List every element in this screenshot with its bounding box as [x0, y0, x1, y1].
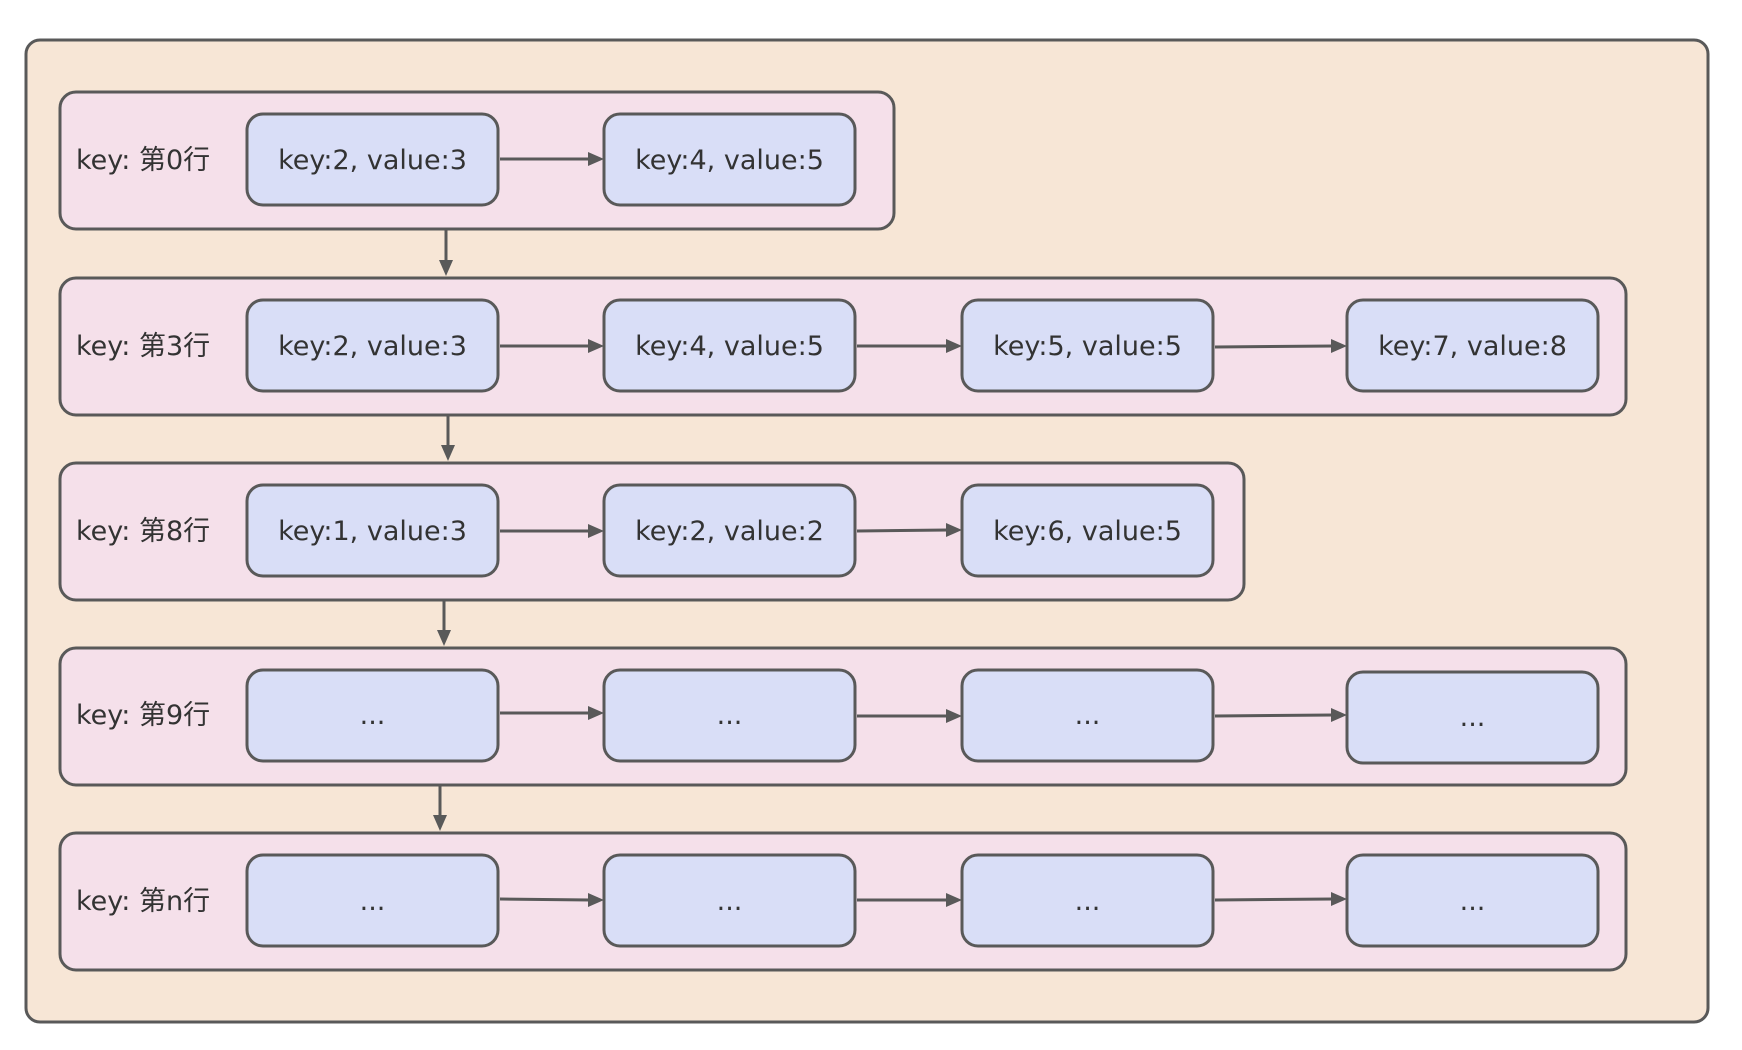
arrowhead [946, 339, 962, 353]
list-node [960, 298, 1215, 393]
arrowhead [588, 893, 604, 907]
list-node [602, 668, 857, 763]
list-node [1345, 853, 1600, 948]
list-node-label: key:2, value:2 [635, 516, 824, 547]
row-3: key: 第9行 ... ... ... ... [58, 646, 1628, 787]
arrowhead [588, 152, 604, 166]
list-node-label: key:4, value:5 [635, 331, 824, 362]
list-node-label: ... [717, 700, 743, 731]
row-0: key: 第0行 key:2, value:3 key:4, value:5 [58, 90, 896, 231]
list-node [1345, 670, 1600, 765]
list-node-label: key:1, value:3 [278, 516, 467, 547]
list-node [1345, 298, 1600, 393]
row-label: key: 第8行 [76, 516, 210, 547]
arrowhead [1331, 892, 1347, 906]
arrowhead [441, 445, 455, 461]
list-node-label: key:7, value:8 [1378, 331, 1567, 362]
row-1: key: 第3行 key:2, value:3 key:4, value:5 k… [58, 276, 1628, 417]
list-node-label: key:2, value:3 [278, 331, 467, 362]
list-node [960, 853, 1215, 948]
list-node [602, 483, 857, 578]
list-node [602, 853, 857, 948]
list-node [245, 483, 500, 578]
row-label: key: 第0行 [76, 145, 210, 176]
list-node-label: ... [1075, 700, 1101, 731]
arrowhead [588, 706, 604, 720]
list-node-label: key:5, value:5 [993, 331, 1182, 362]
list-node [245, 298, 500, 393]
list-node-label: key:2, value:3 [278, 145, 467, 176]
list-node-label: ... [717, 886, 743, 917]
next-arrow [856, 528, 949, 533]
arrowhead [946, 709, 962, 723]
row-2: key: 第8行 key:1, value:3 key:2, value:2 k… [58, 461, 1246, 602]
arrowhead [1331, 339, 1347, 353]
list-node [602, 298, 857, 393]
list-node [960, 668, 1215, 763]
list-node-label: key:6, value:5 [993, 516, 1182, 547]
row-label: key: 第n行 [76, 886, 210, 917]
arrowhead [439, 260, 453, 276]
next-arrow [1214, 897, 1334, 902]
list-node [245, 853, 500, 948]
list-node-label: ... [360, 886, 386, 917]
row-label: key: 第9行 [76, 700, 210, 731]
list-node-label: ... [360, 700, 386, 731]
list-node [602, 112, 857, 207]
next-arrow [499, 897, 591, 902]
list-node [245, 668, 500, 763]
arrowhead [433, 815, 447, 831]
arrowhead [588, 339, 604, 353]
row-label: key: 第3行 [76, 331, 210, 362]
list-node-label: ... [1075, 886, 1101, 917]
arrowhead [1331, 708, 1347, 722]
next-arrow [1214, 344, 1334, 349]
list-node [245, 112, 500, 207]
arrowhead [437, 630, 451, 646]
list-node-label: ... [1460, 886, 1486, 917]
next-arrow [1214, 713, 1334, 718]
row-4: key: 第n行 ... ... ... ... [58, 831, 1628, 972]
arrowhead [946, 893, 962, 907]
arrowhead [588, 524, 604, 538]
list-node [960, 483, 1215, 578]
list-node-label: ... [1460, 702, 1486, 733]
arrowhead [946, 523, 962, 537]
list-node-label: key:4, value:5 [635, 145, 824, 176]
